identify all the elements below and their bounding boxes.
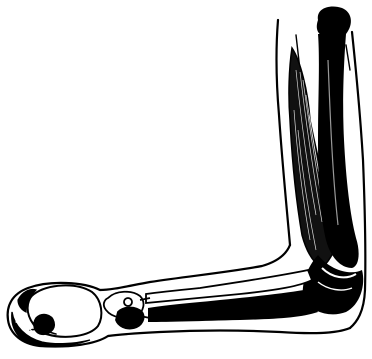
hand-fist	[8, 283, 108, 347]
wrist-bones	[104, 292, 150, 329]
forearm-bones	[146, 270, 318, 322]
